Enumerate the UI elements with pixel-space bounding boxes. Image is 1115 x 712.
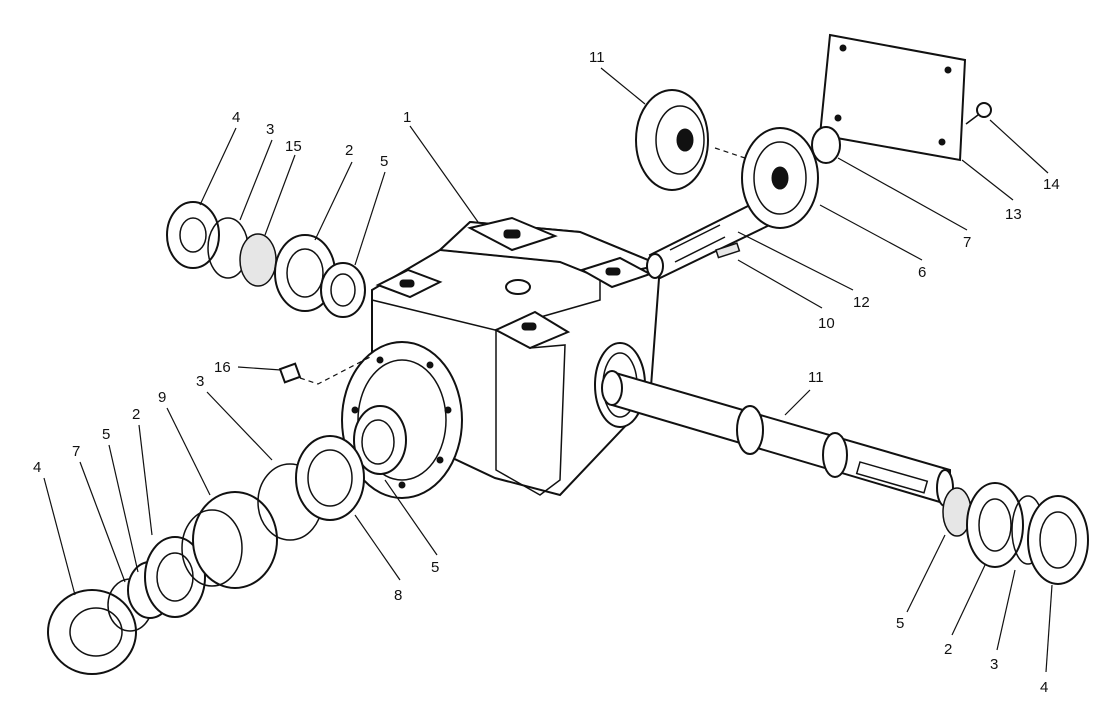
- right-bearing-group: [942, 482, 1089, 585]
- grease-nipple: [278, 355, 373, 385]
- callout-5-left: 5: [102, 426, 110, 443]
- callout-4-right: 4: [1040, 679, 1048, 696]
- front-flange: [341, 341, 463, 499]
- key: [715, 242, 741, 259]
- callout-3-left: 3: [196, 373, 204, 390]
- callout-2-upper: 2: [345, 142, 353, 159]
- callout-11-upper: 11: [589, 49, 605, 66]
- callout-13: 13: [1005, 206, 1022, 223]
- callout-8: 8: [394, 587, 402, 604]
- callout-10: 10: [818, 315, 835, 332]
- bevel-gear: [635, 89, 746, 191]
- callout-15: 15: [285, 138, 302, 155]
- callout-3-upper: 3: [266, 121, 274, 138]
- callout-5-upper: 5: [380, 153, 388, 170]
- upper-left-bearing-group: [166, 201, 366, 318]
- callout-11-lower: 11: [808, 369, 824, 386]
- callout-1: 1: [403, 109, 411, 126]
- callout-2-right: 2: [944, 641, 952, 658]
- callout-4-left: 4: [33, 459, 41, 476]
- callout-2-left: 2: [132, 406, 140, 423]
- callout-12: 12: [853, 294, 870, 311]
- leader-lines: [43, 67, 1053, 673]
- bolt: [965, 102, 992, 125]
- callout-5-right: 5: [896, 615, 904, 632]
- callout-16: 16: [214, 359, 231, 376]
- circlip-upper: [811, 126, 841, 164]
- callout-5-center: 5: [431, 559, 439, 576]
- callout-7-right: 7: [963, 234, 971, 251]
- output-shaft: [601, 370, 954, 507]
- callout-4-upper: 4: [232, 109, 240, 126]
- input-shaft: [646, 127, 819, 280]
- lower-left-bearing-group: [47, 435, 365, 675]
- callout-14: 14: [1043, 176, 1060, 193]
- callout-3-right: 3: [990, 656, 998, 673]
- callout-9: 9: [158, 389, 166, 406]
- callout-7-left: 7: [72, 443, 80, 460]
- callout-labels: 1 11 4 3 15 2 5 16 3 9 2 5 7 4 8 5 11 6 …: [33, 49, 1060, 696]
- cover-plate: [818, 33, 967, 162]
- callout-6: 6: [918, 264, 926, 281]
